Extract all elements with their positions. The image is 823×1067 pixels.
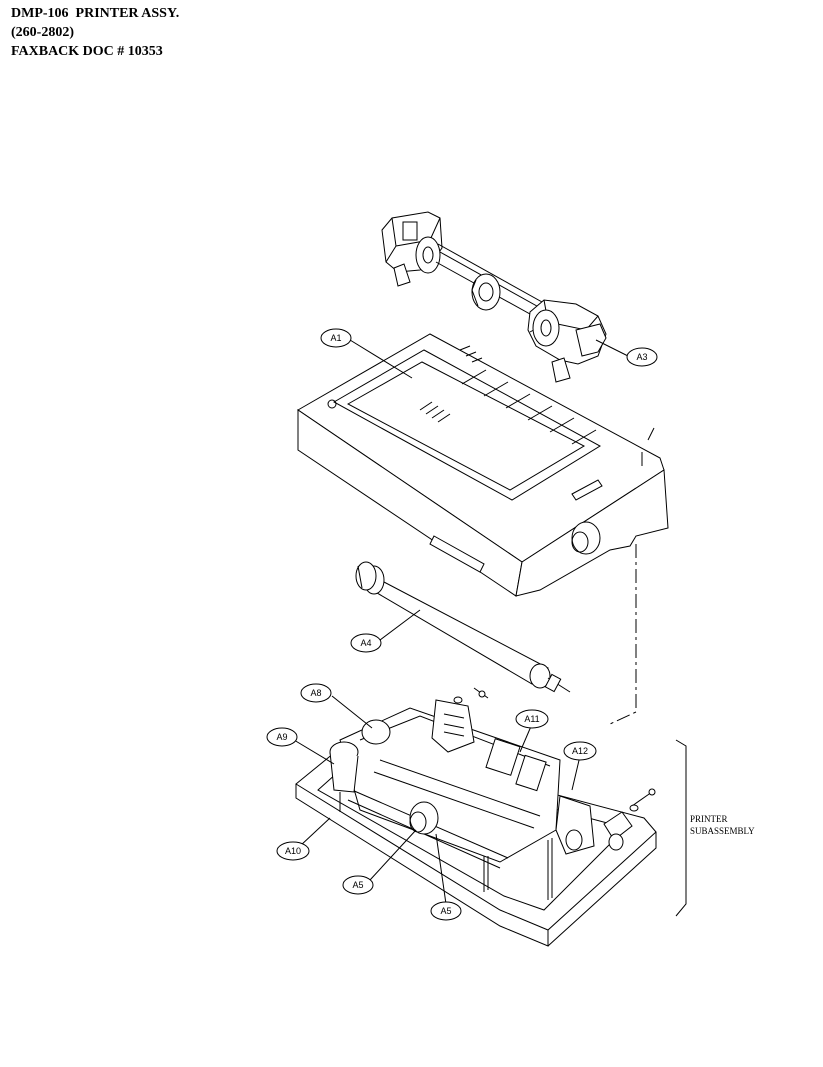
callout-a12: A12 [563,741,597,761]
printer-subassembly-drawing [295,687,657,947]
callout-a1: A1 [320,328,352,348]
callout-a5-bottom-label: A5 [440,906,451,916]
header-title: DMP-106 PRINTER ASSY. [11,6,180,21]
callout-a4-label: A4 [360,638,371,648]
callout-a11-label: A11 [524,714,539,724]
subassembly-note-line2: SUBASSEMBLY [690,826,755,836]
leader-lines [293,339,629,905]
tractor-feed-assembly [381,211,607,383]
callout-a8: A8 [300,683,332,703]
callout-a1-label: A1 [330,333,341,343]
assembly-guide-lines [609,427,655,725]
header-part-number: (260-2802) [11,25,74,40]
callout-a3: A3 [626,347,658,367]
callout-a10: A10 [276,841,310,861]
callout-a3-label: A3 [636,352,647,362]
top-cover [297,333,669,597]
subassembly-bracket [675,739,687,917]
document-header: DMP-106 PRINTER ASSY. (260-2802) FAXBACK… [11,4,179,61]
callout-a5-left-label: A5 [352,880,363,890]
callout-a9: A9 [266,727,298,747]
callout-a8-label: A8 [310,688,321,698]
callout-a10-label: A10 [285,846,301,856]
subassembly-note-line1: PRINTER [690,814,728,824]
platen-roller [355,561,571,693]
callout-a5-bottom: A5 [430,901,462,921]
callout-a12-label: A12 [572,746,588,756]
callout-a4: A4 [350,633,382,653]
callout-a9-label: A9 [276,732,287,742]
callout-a11: A11 [515,709,549,729]
callout-a5-left: A5 [342,875,374,895]
header-faxback-doc: FAXBACK DOC # 10353 [11,44,163,59]
